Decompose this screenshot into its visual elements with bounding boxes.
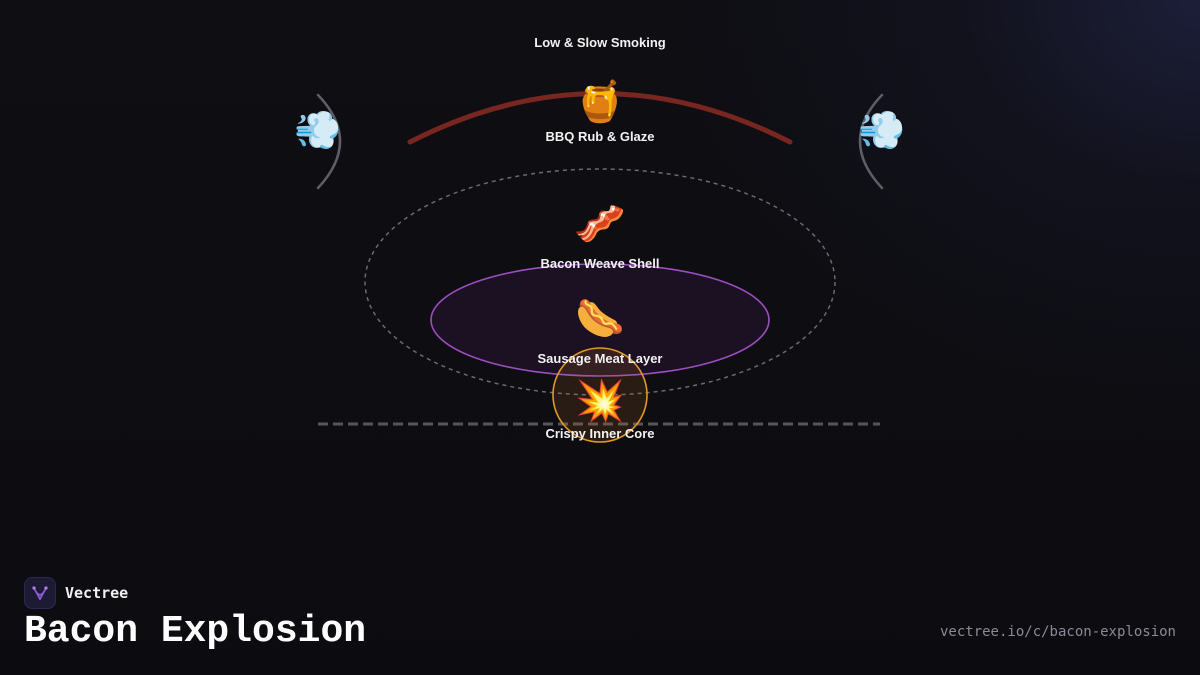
page-url-link[interactable]: vectree.io/c/bacon-explosion [939,624,1176,640]
wind-icon-right: 💨 [858,108,905,152]
brand-name: Vectree [65,584,129,602]
bacon-icon: 🥓 [574,199,626,248]
hot-dog-icon: 🌭 [575,296,625,342]
smoke-arc-right [858,93,884,190]
smoke-arc-left [316,93,342,190]
brand[interactable]: Vectree [24,577,128,609]
wind-icon-left: 💨 [294,108,341,152]
honey-pot-icon: 🍯 [575,78,625,125]
vectree-logo-icon [24,577,56,609]
label-sausage-meat-layer: Sausage Meat Layer [537,351,662,366]
crispy-core-ring [552,347,648,443]
sausage-layer-ring [430,263,770,377]
label-bacon-weave-shell: Bacon Weave Shell [541,256,660,271]
page-title: Bacon Explosion [24,610,367,653]
label-crispy-inner-core: Crispy Inner Core [545,426,654,441]
glaze-arc [407,91,793,145]
label-bbq-rub-glaze: BBQ Rub & Glaze [545,129,654,144]
explosion-icon: 💥 [575,377,625,424]
bacon-weave-ring [364,168,836,396]
label-low-slow-smoking: Low & Slow Smoking [534,35,666,50]
